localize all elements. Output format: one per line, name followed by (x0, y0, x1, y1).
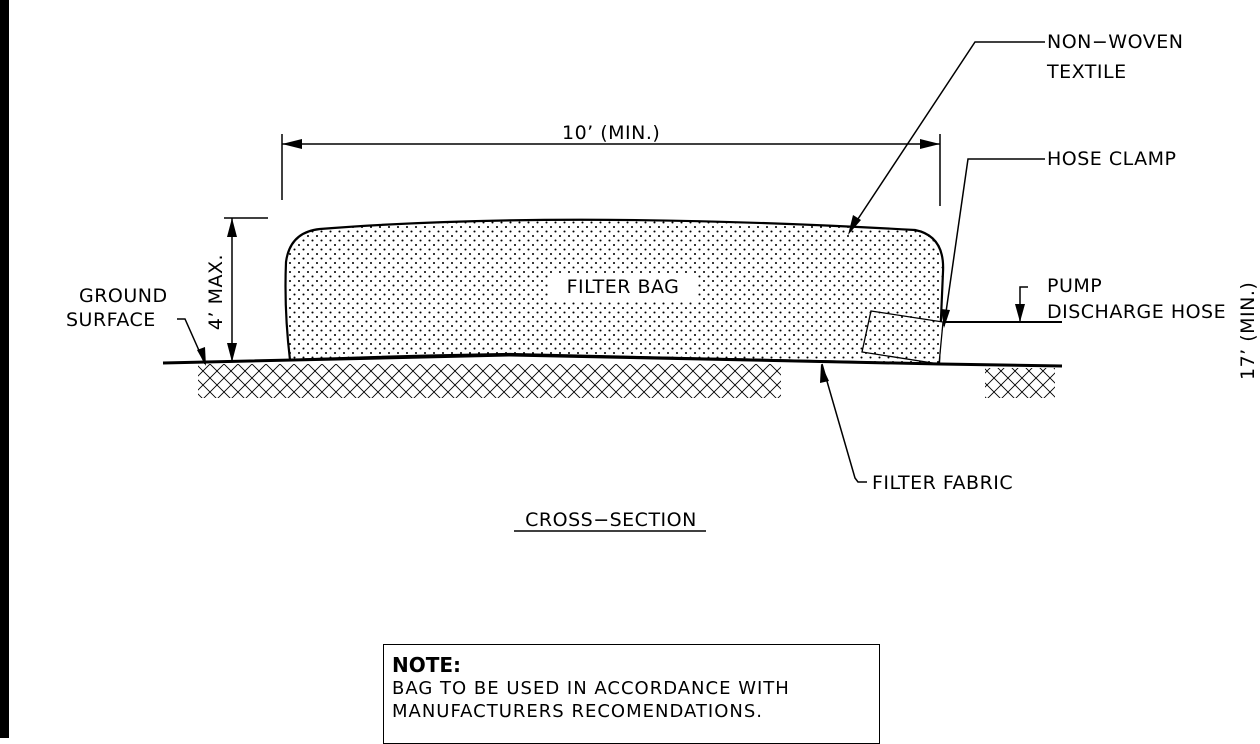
hose-clamp-label: HOSE CLAMP (1047, 148, 1176, 170)
ground-surface-line (162, 353, 1063, 368)
leader-filter-fabric (821, 363, 867, 483)
edge-dimension-label: 17’ (MIN.) (1237, 282, 1259, 380)
filter-bag-label: FILTER BAG (567, 276, 680, 298)
arrow-left (282, 139, 302, 149)
leader-ground (177, 318, 206, 365)
non-woven-label-2: TEXTILE (1046, 61, 1127, 83)
leader-filter-fabric-arrow (820, 364, 829, 383)
leader-hose-clamp-arrow (941, 309, 950, 328)
filter-bag-label-bg (548, 274, 698, 300)
leader-non-woven-arrow (848, 215, 861, 235)
leader-ground-arrow (197, 347, 206, 366)
leader-non-woven (849, 41, 1045, 232)
leader-hose-clamp (943, 158, 1045, 327)
dimension-height-label: 4’ MAX. (205, 254, 227, 330)
section-title: CROSS−SECTION (525, 509, 697, 531)
note-box: NOTE: BAG TO BE USED IN ACCORDANCE WITH … (383, 644, 880, 744)
arrow-top (227, 218, 237, 237)
soil-hatch-left (198, 364, 781, 398)
pump-label-2: DISCHARGE HOSE (1047, 301, 1226, 323)
hose-end-dots (862, 311, 943, 364)
sheet-border (0, 0, 9, 738)
note-line-2: MANUFACTURERS RECOMENDATIONS. (392, 701, 763, 722)
arrow-bottom (227, 343, 237, 362)
filter-fabric-label: FILTER FABRIC (872, 472, 1013, 494)
note-line-1: BAG TO BE USED IN ACCORDANCE WITH (392, 678, 790, 699)
soil-hatch-right (985, 368, 1055, 398)
ground-label-2: SURFACE (66, 309, 156, 331)
arrow-right (920, 139, 940, 149)
pump-label-1: PUMP (1047, 275, 1102, 297)
dimension-length-label: 10’ (MIN.) (562, 122, 660, 144)
non-woven-label-1: NON−WOVEN (1047, 31, 1183, 53)
ground-label-1: GROUND (79, 285, 168, 307)
note-title: NOTE: (392, 653, 462, 677)
leader-pump-arrow (1015, 304, 1025, 322)
